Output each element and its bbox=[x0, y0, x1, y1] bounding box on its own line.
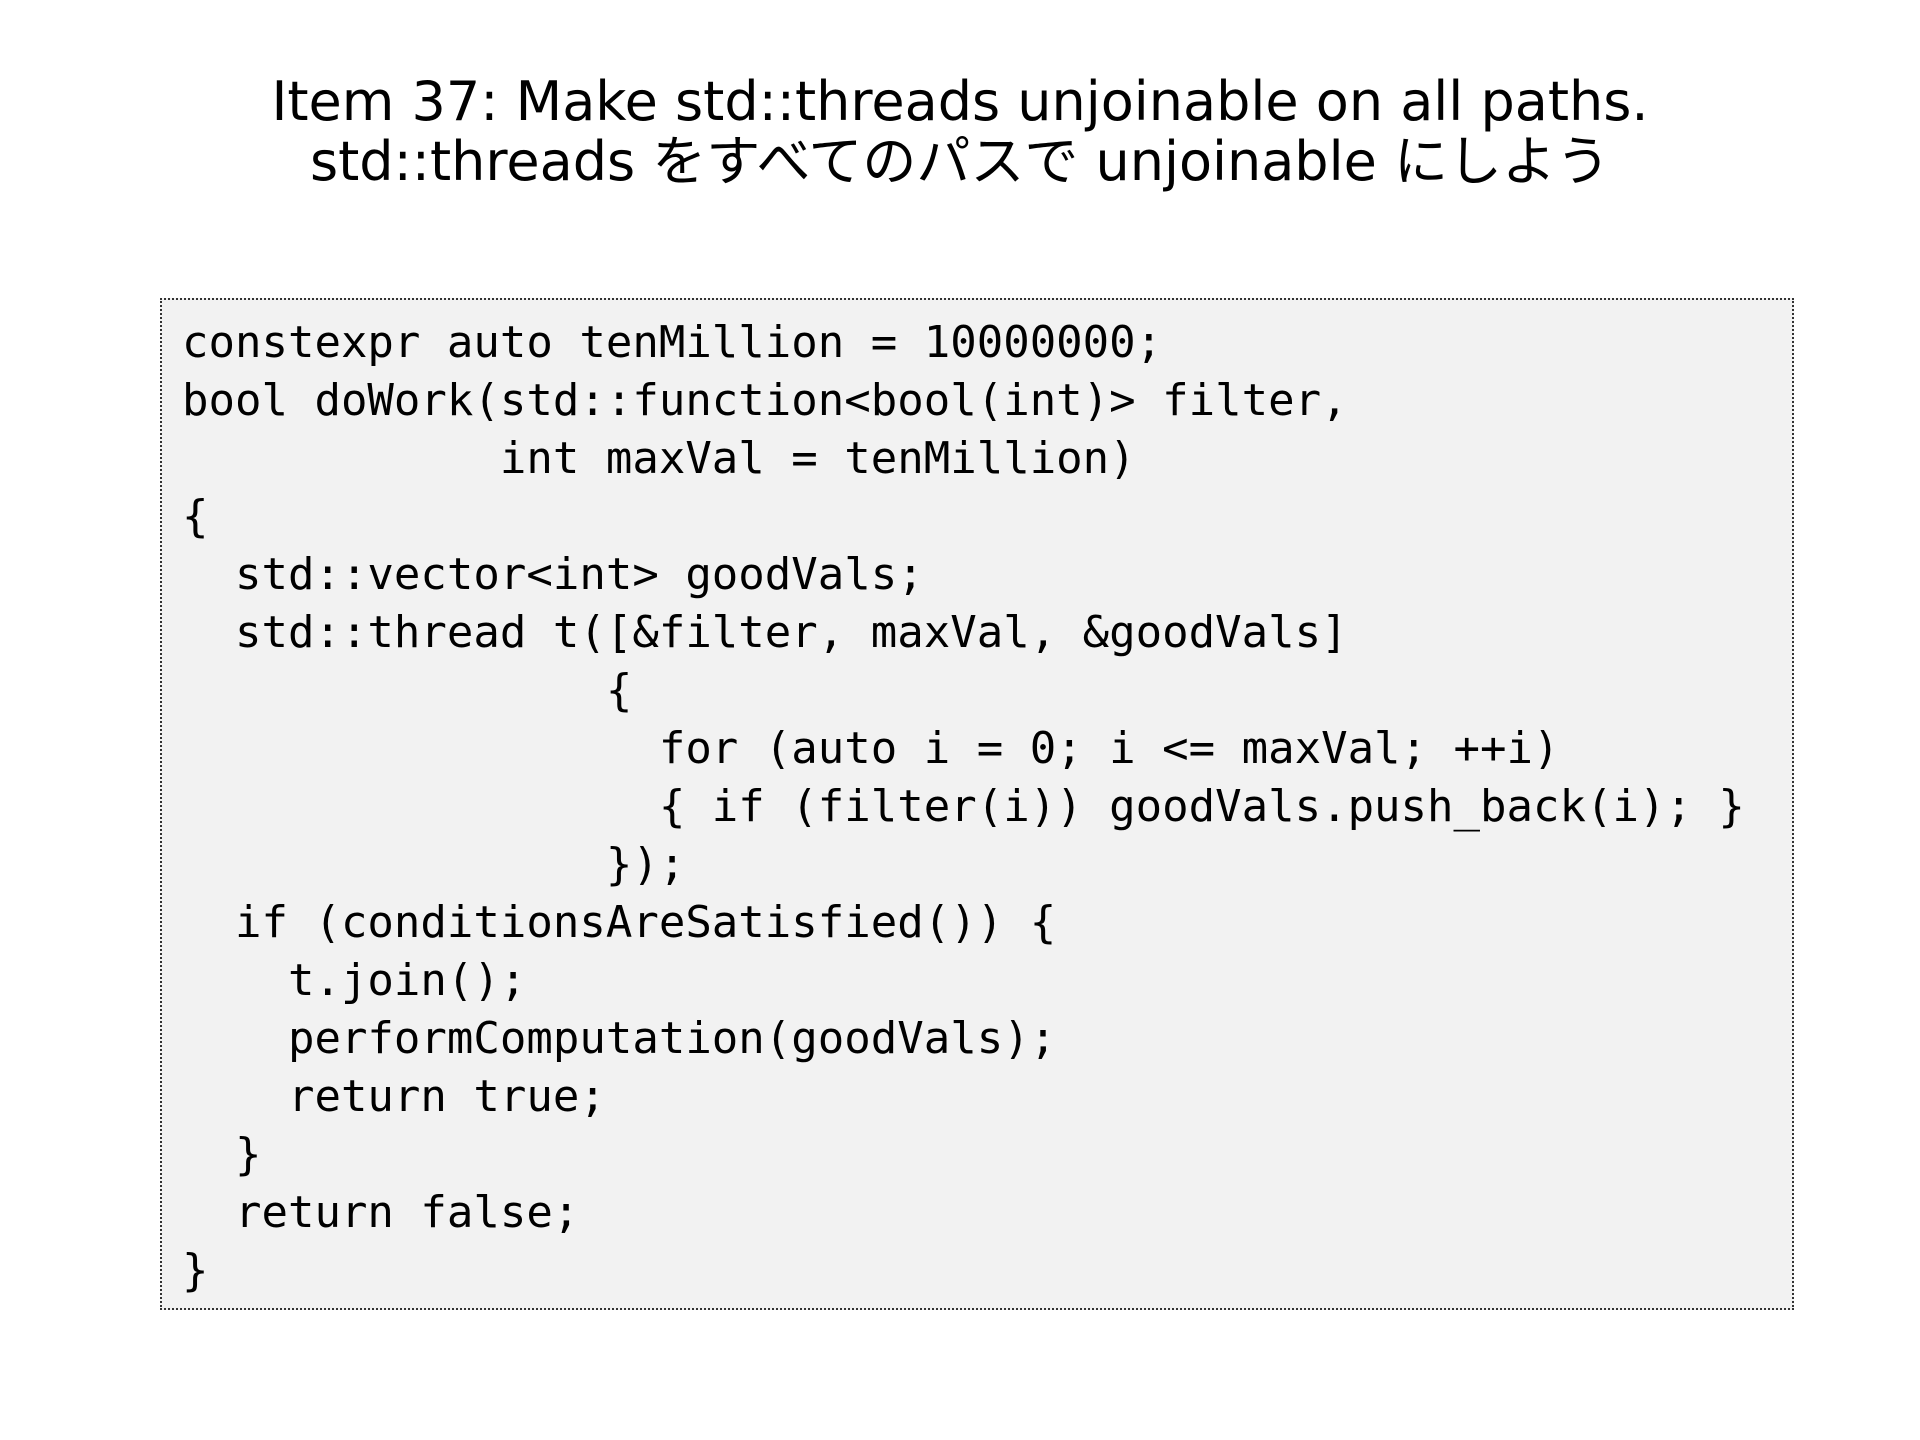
code-block: constexpr auto tenMillion = 10000000; bo… bbox=[160, 298, 1794, 1310]
code-line: t.join(); bbox=[182, 955, 527, 1006]
title-english: Item 37: Make std::threads unjoinable on… bbox=[271, 70, 1649, 133]
code-line: std::vector<int> goodVals; bbox=[182, 549, 924, 600]
code-line: std::thread t([&filter, maxVal, &goodVal… bbox=[182, 607, 1348, 658]
code-line: performComputation(goodVals); bbox=[182, 1013, 1057, 1064]
code-line: for (auto i = 0; i <= maxVal; ++i) bbox=[182, 723, 1560, 774]
code-line: } bbox=[182, 1129, 262, 1180]
code-line: }); bbox=[182, 839, 686, 890]
code-line: return true; bbox=[182, 1071, 606, 1122]
slide-title: Item 37: Make std::threads unjoinable on… bbox=[0, 72, 1920, 192]
code-line: if (conditionsAreSatisfied()) { bbox=[182, 897, 1057, 948]
code-line: constexpr auto tenMillion = 10000000; bbox=[182, 317, 1163, 368]
title-japanese: std::threads をすべてのパスで unjoinable にしよう bbox=[310, 130, 1610, 193]
code-line: bool doWork(std::function<bool(int)> fil… bbox=[182, 375, 1348, 426]
code-line: { bbox=[182, 491, 209, 542]
code-line: int maxVal = tenMillion) bbox=[182, 433, 1136, 484]
code-line: } bbox=[182, 1245, 209, 1296]
code-line: { if (filter(i)) goodVals.push_back(i); … bbox=[182, 781, 1745, 832]
code-line: return false; bbox=[182, 1187, 580, 1238]
code-line: { bbox=[182, 665, 633, 716]
